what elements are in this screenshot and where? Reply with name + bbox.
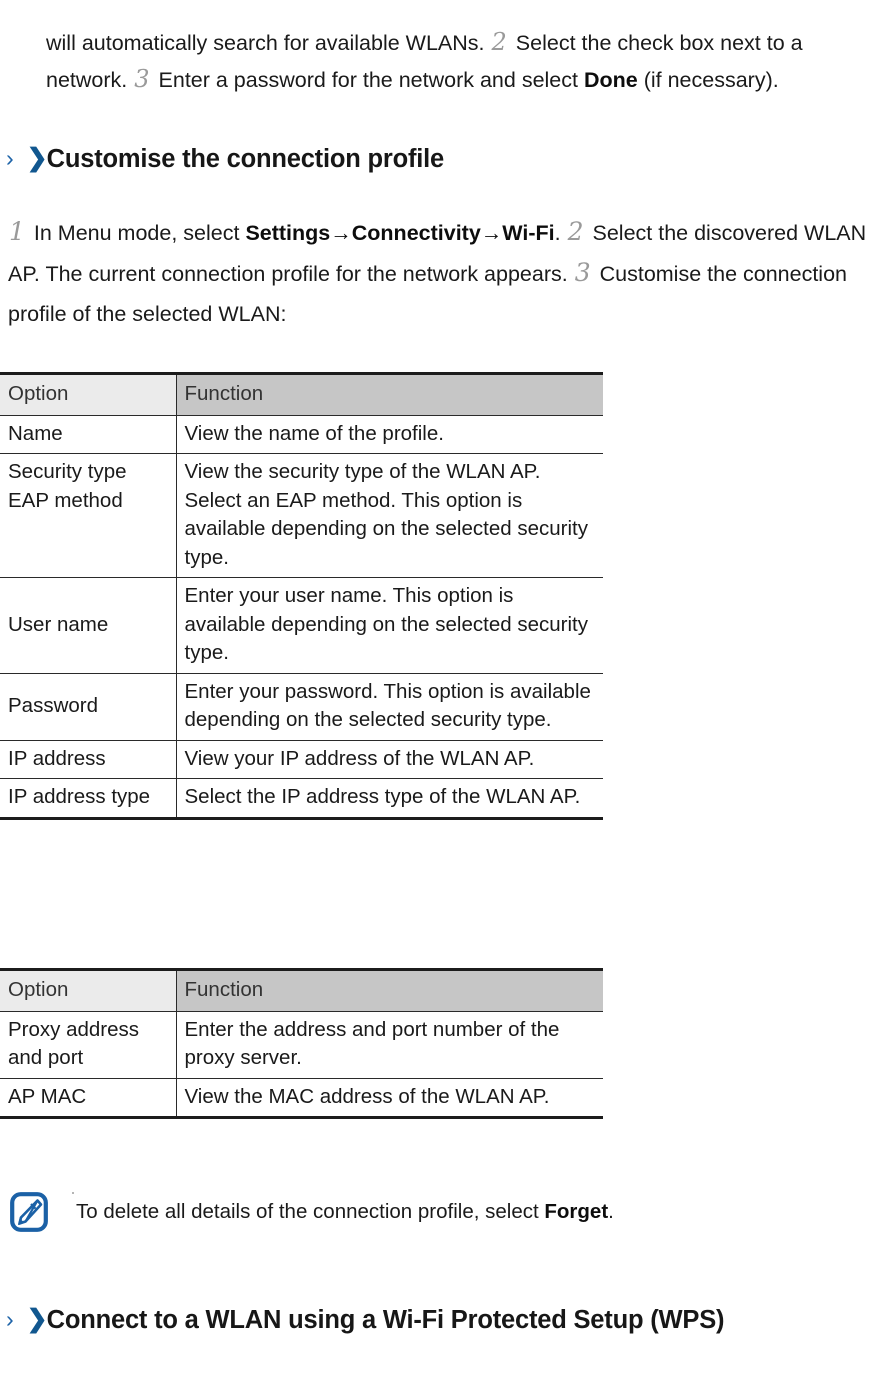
note-text-before: To delete all details of the connection … — [76, 1200, 539, 1223]
table1-function-ip-address-type: Select the IP address type of the WLAN A… — [184, 785, 581, 808]
connection-profile-options-table-1: Option Function Name View the name of th… — [0, 372, 603, 820]
table-row: Security type EAP method View the securi… — [0, 453, 603, 578]
table1-option-name: Name — [0, 415, 177, 454]
intro-part-2: Select the check box next to a network. — [46, 30, 803, 92]
steps-period: . — [554, 220, 561, 245]
step-number-3b: 3 — [574, 258, 591, 287]
steps-part-3: Customise the connection profile of the … — [8, 262, 847, 326]
intro-paragraph: will automatically search for available … — [46, 24, 887, 98]
chevron-right-bold-icon: ❯ — [26, 144, 48, 172]
steps-part-2: Select the discovered WLAN AP. The curre… — [8, 220, 867, 287]
heading-customise-label: Customise the connection profile — [46, 145, 445, 173]
table1-option-security-type: Security type EAP method — [0, 453, 177, 578]
step-number-3: 3 — [134, 64, 150, 93]
note-bold-forget: Forget — [544, 1200, 609, 1223]
steps-part-1: In Menu mode, select — [33, 220, 240, 245]
arrow-right-icon-1: → — [330, 220, 352, 245]
heading-wps-label: Connect to a WLAN using a Wi-Fi Protecte… — [46, 1306, 725, 1334]
table-row: AP MAC View the MAC address of the WLAN … — [0, 1078, 603, 1118]
table-header-row: Option Function — [0, 373, 603, 416]
section-heading-customise: › ❯ Customise the connection profile — [6, 143, 884, 175]
chevron-right-bold-icon: ❯ — [26, 1305, 48, 1333]
table2-option-ap-mac: AP MAC — [0, 1078, 177, 1118]
table2-option-proxy: Proxy address and port — [0, 1011, 177, 1079]
table-row: IP address View your IP address of the W… — [0, 740, 603, 779]
intro-part-4: (if necessary). — [643, 67, 779, 92]
table-row: User name Enter your user name. This opt… — [0, 577, 603, 674]
table2-header-function: Function — [176, 969, 603, 1012]
table-row: IP address type Select the IP address ty… — [0, 778, 603, 818]
note-marker-dot — [72, 1192, 74, 1194]
note-text-after: . — [608, 1200, 614, 1223]
note-text: To delete all details of the connection … — [76, 1197, 614, 1227]
table-row: Name View the name of the profile. — [0, 415, 603, 454]
table1-function-password: Enter your password. This option is avai… — [176, 673, 603, 741]
table1-header-function: Function — [176, 373, 603, 416]
arrow-right-icon-2: → — [480, 220, 503, 245]
connection-profile-options-table-2: Option Function Proxy address and port E… — [0, 968, 603, 1119]
table-row: Proxy address and port Enter the address… — [0, 1011, 603, 1079]
table2-function-ap-mac: View the MAC address of the WLAN AP. — [184, 1084, 550, 1108]
chevron-right-thin-icon: › — [6, 1306, 14, 1332]
note-block: To delete all details of the connection … — [10, 1190, 870, 1234]
table-row: Password Enter your password. This optio… — [0, 673, 603, 741]
intro-part-1: will automatically search for available … — [46, 30, 485, 55]
intro-bold-done: Done — [583, 67, 638, 92]
intro-part-3: Enter a password for the network and sel… — [158, 67, 578, 92]
table1-function-user-name: Enter your user name. This option is ava… — [176, 577, 603, 674]
step-number-1: 1 — [9, 216, 25, 246]
table1-option-password: Password — [0, 673, 177, 741]
table1-option-user-name: User name — [0, 577, 177, 674]
section-heading-wps: › ❯ Connect to a WLAN using a Wi-Fi Prot… — [6, 1304, 884, 1336]
menu-connectivity-label: Connectivity — [351, 220, 481, 245]
step-number-2b: 2 — [567, 216, 584, 246]
table1-option-ip-address-type: IP address type — [0, 778, 177, 818]
menu-settings-label: Settings — [245, 220, 331, 245]
table2-header-option: Option — [0, 969, 177, 1012]
table1-option-ip-address: IP address — [0, 740, 177, 779]
table1-header-option: Option — [0, 373, 177, 416]
note-pen-icon — [10, 1190, 48, 1234]
table1-function-ip-address: View your IP address of the WLAN AP. — [176, 740, 603, 779]
table1-function-name: View the name of the profile. — [176, 415, 603, 454]
table-header-row: Option Function — [0, 969, 603, 1012]
step-number-2: 2 — [491, 27, 507, 56]
menu-wifi-label: Wi-Fi — [502, 220, 555, 245]
table2-function-proxy: Enter the address and port number of the… — [176, 1011, 603, 1079]
chevron-right-thin-icon: › — [6, 145, 14, 171]
steps-paragraph: 1 In Menu mode, select Settings→Connecti… — [8, 212, 870, 335]
table1-function-security-type: View the security type of the WLAN AP. S… — [176, 453, 603, 578]
